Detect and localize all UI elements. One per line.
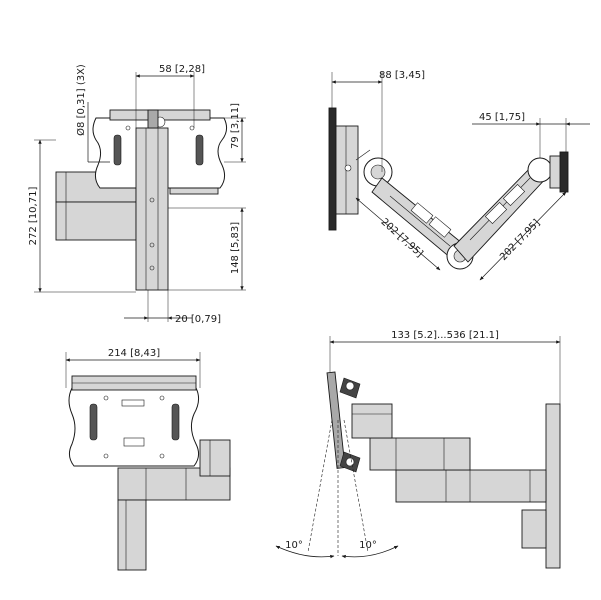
front-height-label: 272 [10,71] bbox=[28, 187, 39, 246]
front-rail-label: 20 [0,79] bbox=[175, 314, 221, 325]
tilt-left-label: 10° bbox=[285, 540, 303, 551]
top-view: 214 [8,43] bbox=[65, 348, 231, 571]
reach-arm-lower bbox=[395, 469, 547, 503]
side-offset-label: 45 [1,75] bbox=[479, 112, 525, 123]
side-wall-plate bbox=[328, 107, 337, 231]
reach-wall-plate bbox=[545, 403, 561, 569]
side-arm2-label: 202 [7,95] bbox=[498, 218, 542, 263]
reach-arm-upper bbox=[369, 437, 471, 471]
side-depth-label: 88 [3,45] bbox=[379, 70, 425, 81]
side-view: 88 [3,45] 45 [1,75] 202 [7,95] 202 [7,95… bbox=[328, 70, 590, 281]
front-vertical-rail bbox=[135, 127, 169, 291]
reach-wall-bracket bbox=[521, 509, 547, 549]
top-width-label: 214 [8,43] bbox=[108, 348, 160, 359]
top-arm-side bbox=[199, 439, 231, 477]
tilt-right-label: 10° bbox=[359, 540, 377, 551]
front-rail-cap bbox=[147, 109, 159, 129]
top-arm-lower bbox=[117, 499, 147, 571]
reach-dimension-label: 133 [5.2]...536 [21.1] bbox=[391, 330, 499, 341]
front-top-offset-label: 79 [3,11] bbox=[230, 103, 241, 149]
reach-view: 133 [5.2]...536 [21.1] 10° 10° bbox=[275, 330, 561, 569]
front-hole-label: Ø8 [0,31] (3X) bbox=[75, 64, 87, 136]
reach-mount-head bbox=[351, 403, 393, 439]
front-arm-box-lower bbox=[55, 201, 137, 241]
front-lower-label: 148 [5,83] bbox=[230, 222, 241, 274]
side-clamp-joint bbox=[527, 157, 553, 183]
front-view: 58 [2,28] 272 [10,71] Ø8 [0,31] (3X) 79 … bbox=[28, 64, 246, 325]
front-width-label: 58 [2,28] bbox=[159, 64, 205, 75]
top-vesa-plate bbox=[68, 387, 200, 467]
